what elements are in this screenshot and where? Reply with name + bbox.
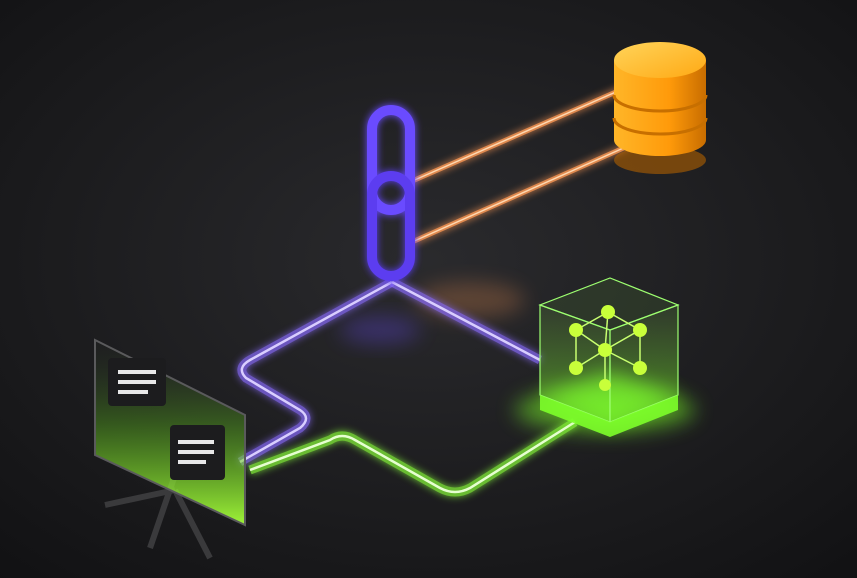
chat-bubble-top-icon <box>108 358 166 406</box>
chat-monitor-icon <box>94 338 246 560</box>
green-fiber-cable <box>248 418 578 497</box>
copper-fiber-cables <box>408 85 630 245</box>
chain-link-icon <box>367 105 415 281</box>
purple-fiber-cable <box>237 278 543 466</box>
neural-network-cube-icon <box>538 277 680 437</box>
chat-bubble-bottom-icon <box>170 425 225 480</box>
database-icon <box>612 42 708 174</box>
